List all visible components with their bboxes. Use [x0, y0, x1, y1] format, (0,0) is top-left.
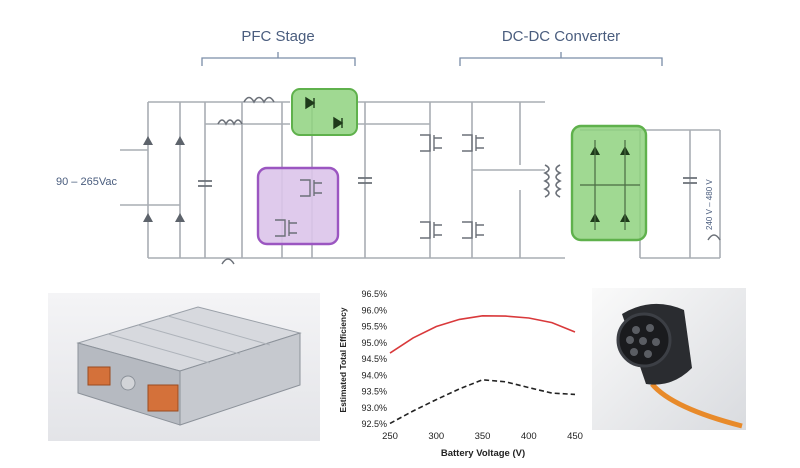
charger-module-icon	[76, 306, 302, 426]
dcdc-converter-brace	[459, 52, 663, 66]
rectifier-diode-icons	[143, 136, 185, 222]
x-axis-ticks: 250 300 350 400 450	[382, 431, 583, 442]
series-line-2	[389, 378, 576, 425]
y-axis-ticks: 96.5% 96.0% 95.5% 95.0% 94.5% 94.0% 93.5% 93.0%…	[361, 289, 387, 429]
pfc-switch-highlight	[256, 166, 340, 246]
y-tick-label: 93.0%	[361, 403, 387, 413]
mosfet-switch-icons	[420, 134, 484, 239]
charger-circuit-diagram: PFC Stage DC-DC Converter 90 – 265Vac 24…	[56, 28, 721, 265]
connector-plug-icon	[616, 303, 743, 429]
y-tick-label: 92.5%	[361, 419, 387, 429]
x-tick-label: 300	[428, 431, 444, 442]
output-voltage-label: 240 V – 480 V	[705, 179, 714, 230]
x-tick-label: 400	[521, 431, 537, 442]
y-axis-label: Estimated Total Efficiency	[338, 307, 348, 412]
y-tick-label: 96.5%	[361, 289, 387, 299]
charging-connector-photo	[592, 288, 746, 430]
y-tick-label: 95.0%	[361, 338, 387, 348]
efficiency-chart: 96.5% 96.0% 95.5% 95.0% 94.5% 94.0% 93.5% 93.0%…	[338, 289, 583, 459]
y-tick-label: 93.5%	[361, 387, 387, 397]
y-tick-label: 94.0%	[361, 370, 387, 380]
onboard-charger-photo	[48, 293, 320, 441]
output-rectifier-highlight	[570, 124, 648, 242]
x-axis-label: Battery Voltage (V)	[441, 448, 525, 459]
pfc-stage-brace	[201, 52, 356, 66]
y-tick-label: 94.5%	[361, 354, 387, 364]
dcdc-converter-label: DC-DC Converter	[502, 28, 620, 45]
series-line-1	[389, 314, 576, 354]
circuit-wires	[120, 101, 721, 259]
x-tick-label: 450	[567, 431, 583, 442]
pfc-diode-highlight	[291, 88, 358, 136]
ground-symbol-icons	[221, 234, 721, 265]
series-lines	[389, 314, 576, 425]
pfc-stage-label: PFC Stage	[241, 28, 314, 45]
x-tick-label: 250	[382, 431, 398, 442]
y-tick-label: 95.5%	[361, 322, 387, 332]
x-tick-label: 350	[475, 431, 491, 442]
input-voltage-label: 90 – 265Vac	[56, 176, 117, 188]
y-tick-label: 96.0%	[361, 305, 387, 315]
capacitor-icons	[198, 177, 697, 187]
transformer-icon	[543, 164, 562, 198]
pfc-inductor-icon	[217, 96, 275, 126]
